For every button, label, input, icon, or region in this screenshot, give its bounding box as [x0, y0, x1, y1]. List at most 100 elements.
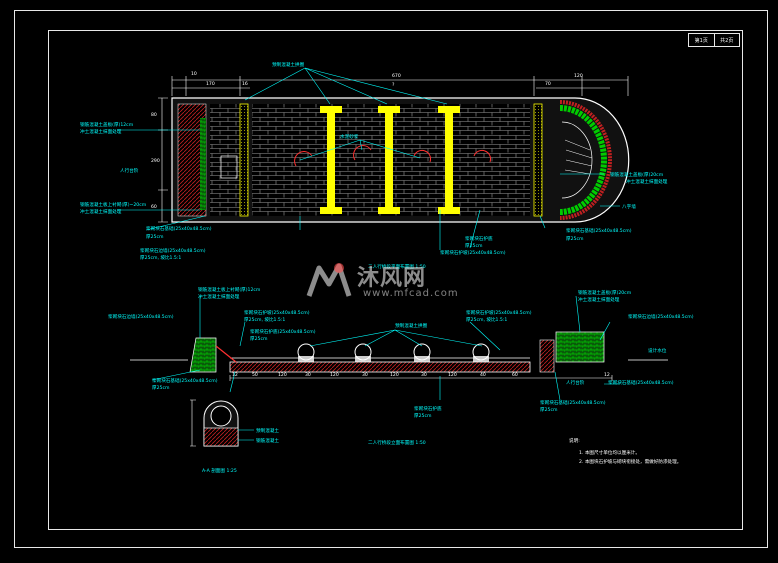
right-hatch-arc: [559, 100, 612, 220]
callout-right-2: 八字墙: [622, 203, 636, 210]
watermark-text: 沐风网: [357, 266, 427, 291]
section-dim-11: 60: [512, 372, 518, 378]
label-bot-3: 浆砌块石护底: [465, 235, 493, 242]
dim-top-center-sub: ?: [392, 82, 395, 88]
section-dim-2: 50: [252, 372, 258, 378]
callout-mid: 水泥砂浆: [340, 133, 359, 140]
right-stairs: [564, 139, 593, 175]
dim-top-center: 670: [392, 73, 401, 79]
pier-2: [378, 106, 400, 214]
drain-mark-3: [413, 149, 432, 163]
section-label-mid: 预制混凝土拱圈: [395, 322, 428, 329]
dim-top-right-b: 120: [574, 73, 583, 79]
label-bot-4: 浆砌块石护坡(25x40x48.5cm): [440, 249, 506, 256]
section-dim-6: 30: [362, 372, 368, 378]
section-label-r5: 浆砌块石基础(25x40x48.5cm): [608, 379, 674, 386]
callout-right-1: 钢筋混凝土盖板(厚)20cm: [610, 171, 664, 178]
label-bot-5: 浆砌块石基础(25x40x48.5cm): [566, 227, 632, 234]
dim-left-c: 60: [151, 204, 157, 210]
right-gabion-stack: [555, 331, 605, 363]
section-label-l5b: 厚25cm: [152, 385, 170, 391]
plan-title: 二人行桥段平面布置图 1:50: [368, 263, 426, 270]
right-gabion-arc: [559, 105, 607, 215]
section-base: [229, 361, 531, 373]
section-dim-7: 120: [390, 372, 399, 378]
section-label-far-r: 设计水位: [648, 347, 667, 354]
section-label-l4: 浆砌块石护底(25x40x48.5cm): [250, 328, 316, 335]
callout-right-1b: 冲土混凝土抹面处理: [626, 178, 668, 185]
section-label-r1: 钢筋混凝土盖板(厚)20cm: [578, 289, 632, 296]
sheet-number: 第1页: [694, 37, 708, 44]
left-step: [220, 155, 238, 179]
section-dim-10: 40: [480, 372, 486, 378]
stepping-stone-3: [413, 343, 431, 362]
callout-left-1: 钢筋混凝土盖板(厚)12cm: [80, 121, 134, 128]
dim-top-small: 10: [191, 71, 197, 77]
section-dim-1: 12: [232, 372, 238, 378]
section-label-l3b: 厚25cm, 坡比1.5:1: [244, 316, 285, 323]
section-label-r6: 人行台阶: [566, 379, 585, 386]
callout-left-3b: 冲土混凝土抹面处理: [80, 208, 122, 215]
watermark-logo-icon: [306, 263, 352, 297]
right-abutment: [539, 339, 555, 373]
drain-mark-2: [353, 145, 372, 161]
detail-base: [203, 427, 239, 447]
detail-aa: [190, 399, 254, 447]
section-dim-4: 30: [305, 372, 311, 378]
section-label-l2: 钢筋混凝土板上衬砌(厚)12cm: [198, 286, 261, 293]
watermark-url: www.mfcad.com: [363, 288, 459, 299]
callout-left-2: 人行台阶: [120, 167, 139, 174]
detail-label-1: 预制混凝土: [256, 427, 279, 434]
stepping-stone-4: [472, 343, 490, 362]
section-label-l1: 浆砌块石边墙(25x40x48.5cm): [108, 313, 174, 320]
section-label-r2: 浆砌块石护坡(25x40x48.5cm): [466, 309, 532, 316]
section-label-l2b: 冲土混凝土抹面处理: [198, 293, 240, 300]
plan-view: [118, 67, 630, 250]
left-slope: [215, 345, 237, 363]
section-label-l4b: 厚25cm: [250, 336, 268, 342]
notes-line-2: 2. 本图块石护坡与砌块衔接处，需做好防渗处理。: [579, 458, 681, 465]
callout-top: 预制混凝土拱圈: [272, 61, 305, 68]
inner-frame: [48, 30, 743, 530]
section-label-bottom: 浆砌块石护底: [414, 405, 442, 412]
detail-title: A-A 剖面图 1:25: [202, 467, 237, 474]
label-bot-1: 浆砌块石基础(25x40x48.5cm): [146, 225, 212, 232]
section-label-r4: 浆砌块石基础(25x40x48.5cm): [540, 399, 606, 406]
watermark: 沐风网 www.mfcad.com: [305, 258, 475, 306]
dim-top-left-a: 170: [206, 81, 215, 87]
label-bot-3b: 厚25cm: [465, 243, 483, 249]
left-abutment: [189, 337, 217, 373]
section-dim-3: 120: [278, 372, 287, 378]
section-dim-12: 12: [604, 372, 610, 378]
label-bot-1b: 厚25cm: [146, 234, 164, 240]
detail-label-2: 钢筋混凝土: [256, 437, 279, 444]
notes-line-1: 1. 本图尺寸单位均以厘米计。: [579, 449, 640, 456]
sheet-total: 共2页: [713, 34, 740, 46]
detail-stone: [210, 405, 232, 427]
section-dim-5: 120: [330, 372, 339, 378]
left-gabion: [200, 118, 206, 210]
right-inner-arc: [561, 121, 593, 199]
stepping-stone-2: [354, 343, 372, 362]
section-label-r4b: 厚25cm: [540, 407, 558, 413]
title-block: 第1页 共2页: [688, 33, 740, 47]
label-bot-2b: 厚25cm, 坡比1.5:1: [140, 254, 181, 261]
section-label-l5: 浆砌块石基础(25x40x48.5cm): [152, 377, 218, 384]
section-dim-9: 120: [448, 372, 457, 378]
outer-frame: [14, 10, 768, 548]
pier-1: [320, 106, 342, 214]
section-label-r1b: 冲土混凝土抹面处理: [578, 296, 620, 303]
stepping-stone-1: [297, 343, 315, 362]
drain-mark-4: [473, 149, 492, 163]
label-bot-5b: 厚25cm: [566, 236, 584, 242]
section-dim-line: [229, 375, 613, 381]
dim-top-right-a: 70: [545, 81, 551, 87]
section-label-r2b: 厚25cm, 坡比1.5:1: [466, 316, 507, 323]
pier-3: [438, 106, 460, 214]
label-bot-2: 浆砌块石边墙(25x40x48.5cm): [140, 247, 206, 254]
section-label-bottom-b: 厚25cm: [414, 413, 432, 419]
left-yellow-strip: [239, 103, 249, 217]
dim-left-b: 290: [151, 158, 160, 164]
